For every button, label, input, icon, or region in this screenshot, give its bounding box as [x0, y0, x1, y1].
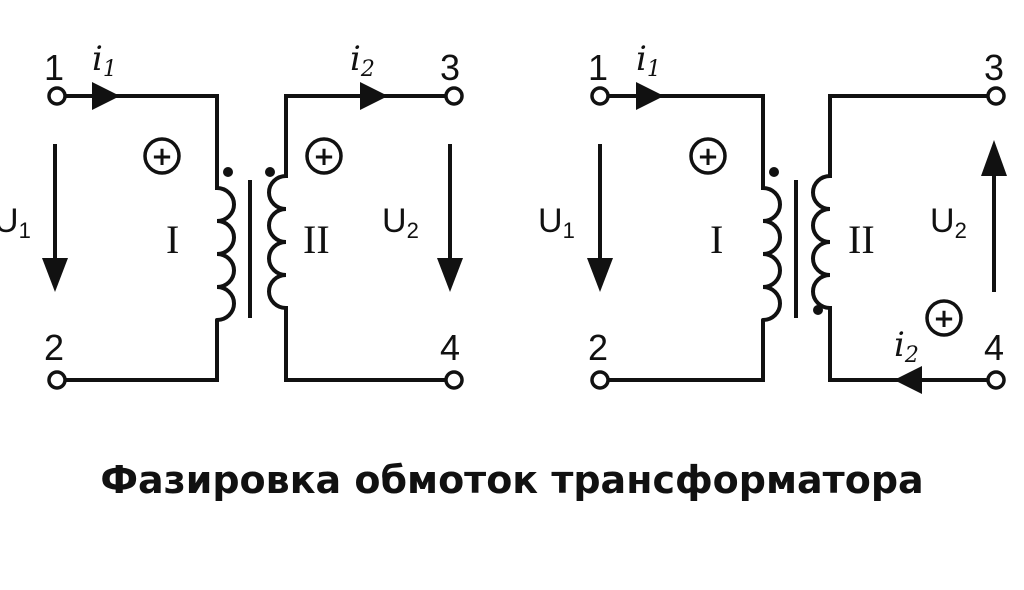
right-primary-plus-sign: +	[697, 142, 719, 172]
left-u1-arrowhead	[42, 258, 68, 292]
right-winding-secondary-label: II	[848, 217, 875, 262]
right-secondary-top-wire	[828, 94, 992, 178]
right-secondary-plus-marker	[925, 299, 963, 337]
right-u1-label: U1	[538, 202, 575, 243]
left-secondary-polarity-dot	[265, 167, 275, 177]
right-secondary-bottom-wire	[828, 306, 992, 382]
left-primary-coil	[215, 186, 236, 322]
left-primary-plus-sign: +	[151, 142, 173, 172]
right-secondary-plus-sign: +	[933, 304, 955, 334]
right-primary-top-wire	[604, 94, 765, 190]
left-primary-plus-marker	[143, 137, 181, 175]
right-terminal-1	[590, 86, 610, 106]
left-u2-label: U2	[382, 202, 419, 243]
left-secondary-plus-marker	[305, 137, 343, 175]
left-primary-polarity-dot	[223, 167, 233, 177]
left-secondary-plus-sign: +	[313, 142, 335, 172]
right-terminal-4-label: 4	[984, 327, 1004, 368]
right-i2-label: i2	[894, 325, 919, 368]
left-terminal-4	[444, 370, 464, 390]
right-primary-coil	[761, 186, 782, 322]
right-secondary-polarity-dot	[813, 305, 823, 315]
right-u1-arrowhead	[587, 258, 613, 292]
right-terminal-2	[590, 370, 610, 390]
left-terminal-3	[444, 86, 464, 106]
left-i1-arrowhead	[92, 82, 120, 110]
caption: Фазировка обмоток трансформатора	[100, 458, 924, 502]
right-secondary-coil	[811, 174, 832, 310]
left-u2-arrowhead	[437, 258, 463, 292]
right-u2-label: U2	[930, 202, 967, 243]
left-circuit: 1 2 3 4 i1 i2 U1 U2 I II + +	[0, 39, 464, 390]
left-i1-label: i1	[92, 39, 117, 82]
right-terminal-1-label: 1	[588, 47, 608, 88]
right-terminal-4	[986, 370, 1006, 390]
right-u2-arrowhead	[981, 140, 1007, 176]
left-terminal-2-label: 2	[44, 327, 64, 368]
left-secondary-coil	[267, 174, 288, 310]
right-i2-arrowhead	[894, 366, 922, 394]
left-terminal-2	[47, 370, 67, 390]
right-terminal-3-label: 3	[984, 47, 1004, 88]
left-winding-primary-label: I	[166, 217, 179, 262]
right-terminal-2-label: 2	[588, 327, 608, 368]
left-terminal-1-label: 1	[44, 47, 64, 88]
right-winding-primary-label: I	[710, 217, 723, 262]
right-primary-bottom-wire	[604, 320, 765, 382]
right-primary-plus-marker	[689, 137, 727, 175]
left-u1-label: U1	[0, 202, 31, 243]
left-i2-label: i2	[350, 39, 375, 82]
left-secondary-top-wire	[284, 94, 450, 178]
left-primary-bottom-wire	[62, 320, 219, 382]
right-i1-arrowhead	[636, 82, 664, 110]
left-winding-secondary-label: II	[303, 217, 330, 262]
left-terminal-1	[47, 86, 67, 106]
right-primary-polarity-dot	[769, 167, 779, 177]
left-terminal-4-label: 4	[440, 327, 460, 368]
left-i2-arrowhead	[360, 82, 388, 110]
left-secondary-bottom-wire	[284, 306, 450, 382]
right-i1-label: i1	[636, 39, 661, 82]
left-terminal-3-label: 3	[440, 47, 460, 88]
right-circuit: 1 2 3 4 i1 i2 U1 U2 I II + +	[538, 39, 1007, 394]
right-terminal-3	[986, 86, 1006, 106]
left-primary-top-wire	[62, 94, 219, 190]
